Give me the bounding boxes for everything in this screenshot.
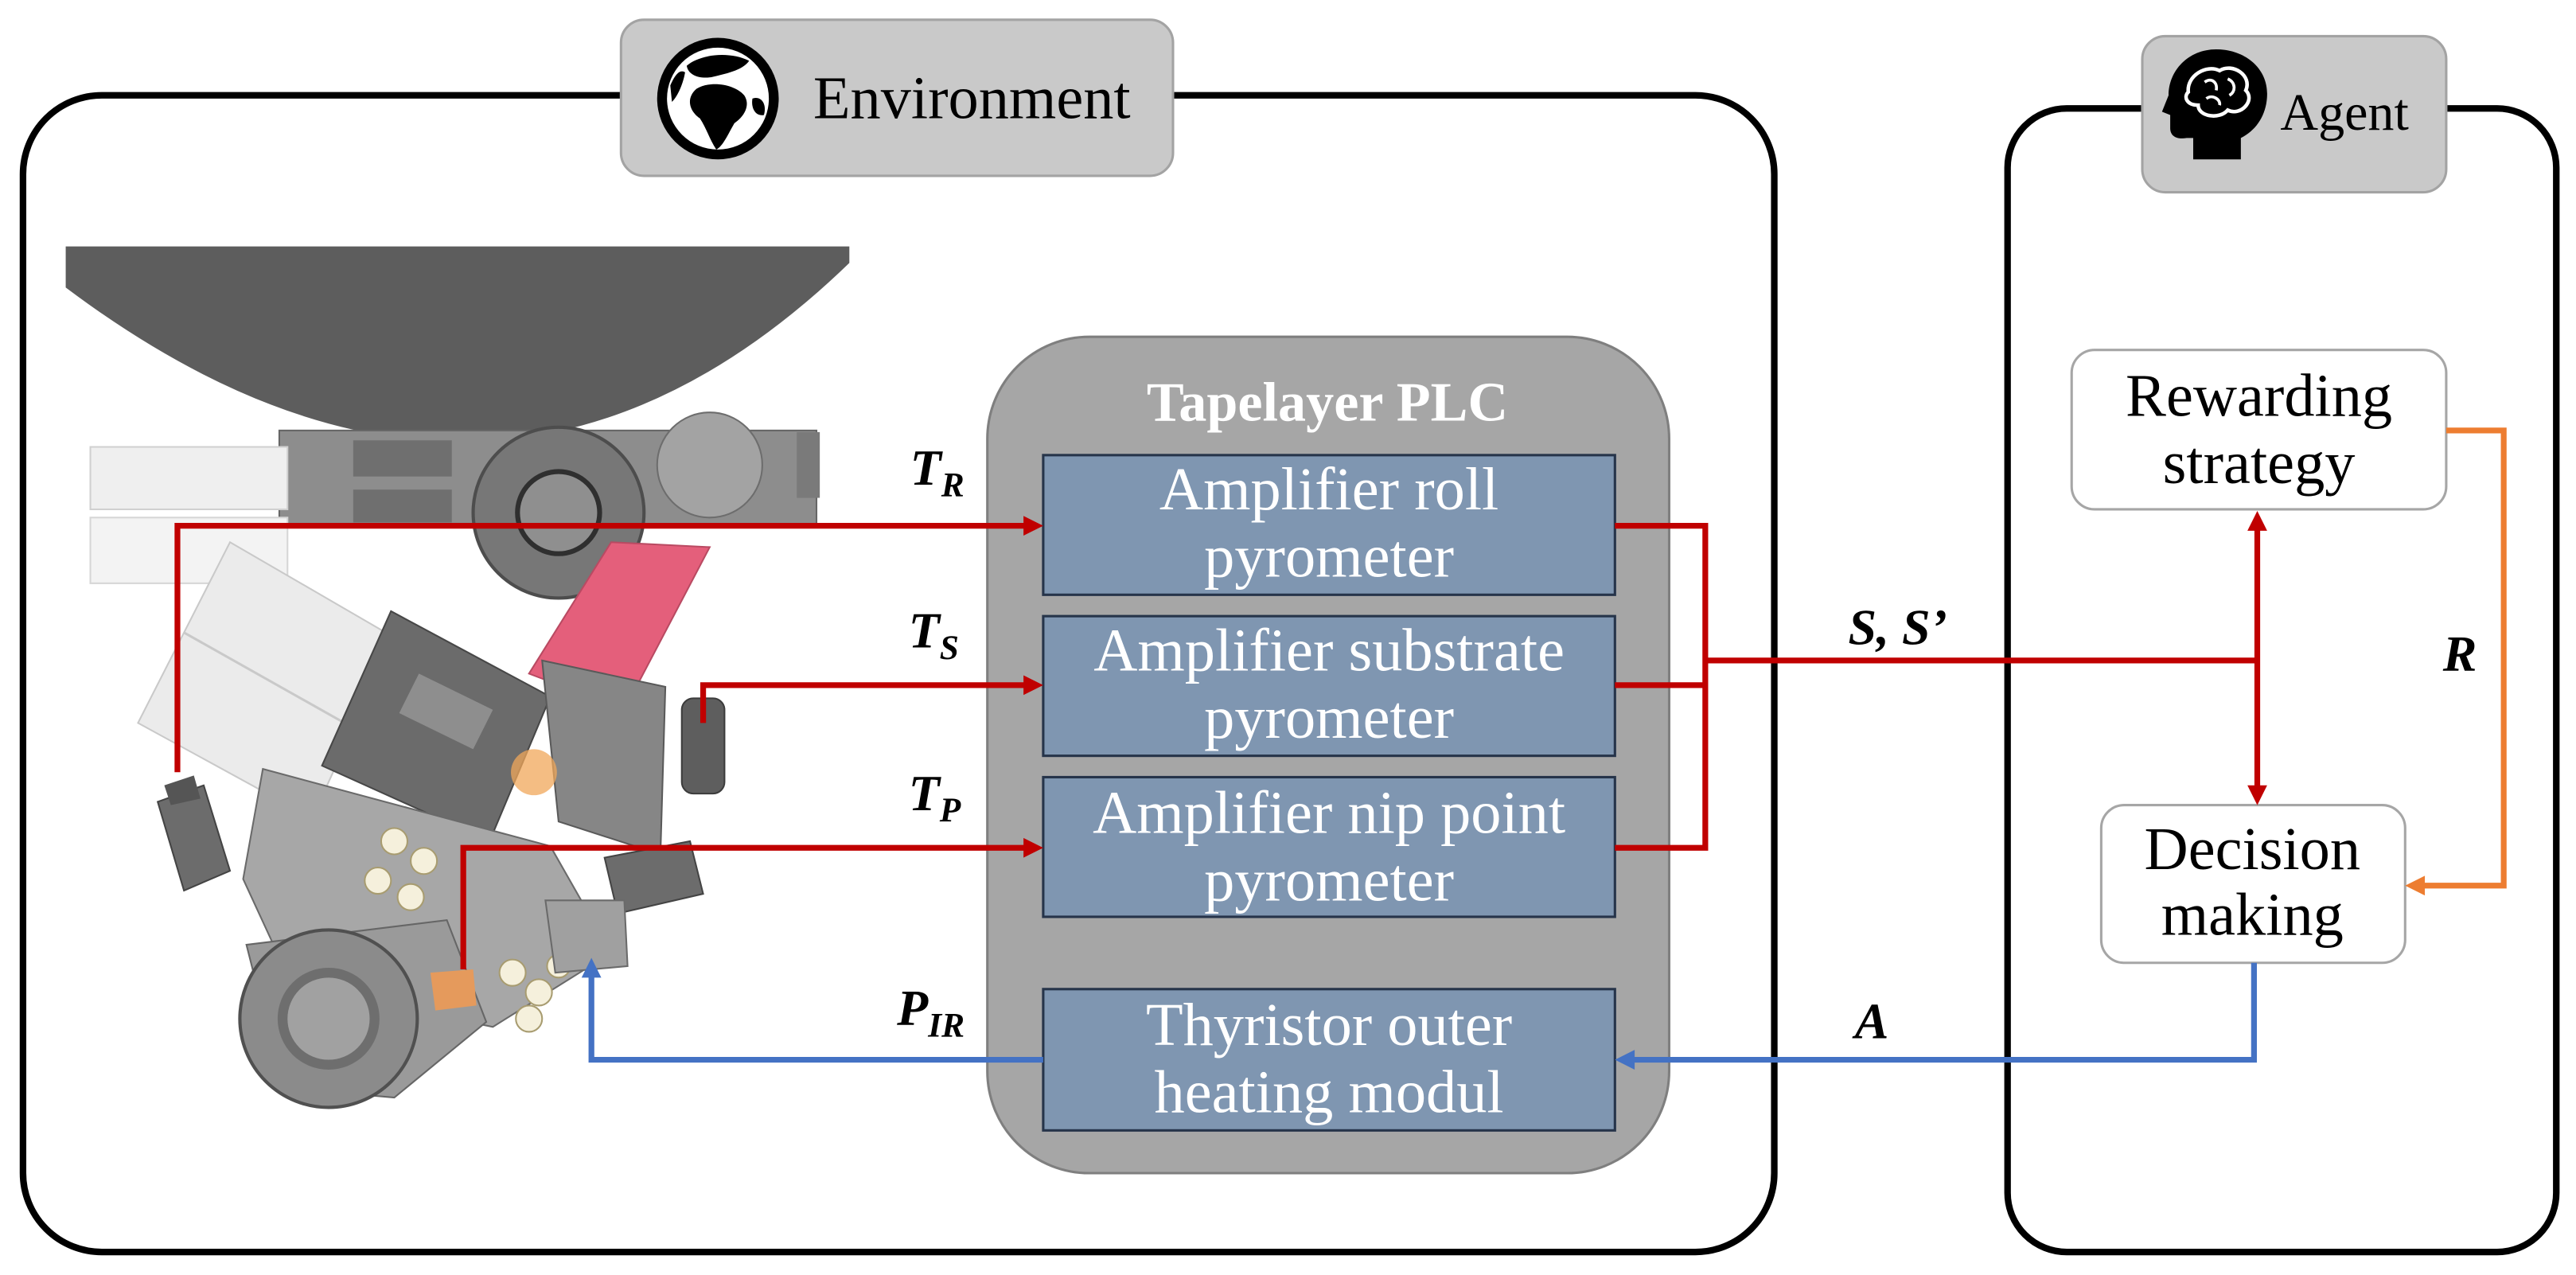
heater-power-arrowhead (581, 957, 602, 978)
plc-block-roll-amplifier: Amplifier roll pyrometer (1042, 454, 1616, 596)
state-signals (174, 511, 2267, 970)
roll-temperature-arrowhead (1023, 516, 1043, 536)
lamp (396, 883, 425, 911)
plc-block-label-line2: heating modul (1155, 1059, 1504, 1126)
globe-icon-europe (686, 55, 750, 78)
substrate-temperature-line (700, 682, 1026, 723)
roll-temperature-subscript: R (941, 466, 965, 504)
agent-label: Agent (2280, 84, 2408, 142)
heater-power-symbol: P (896, 980, 929, 1036)
heater-power-label: PIR (896, 980, 965, 1044)
frame-detail-lower (353, 489, 452, 523)
compaction-roll-hub (287, 977, 370, 1060)
guide-roll-hub (515, 469, 602, 556)
plc-block-box (1042, 454, 1616, 596)
action-label: A (1852, 993, 1889, 1050)
globe-icon-arabia (752, 97, 766, 115)
globe-icon-west-edge (670, 71, 685, 103)
plc-block-box (1042, 775, 1616, 918)
tension-cylinder (656, 411, 763, 519)
lamp (410, 847, 438, 875)
reward-label: R (2442, 625, 2477, 681)
reward-arrowhead (2405, 875, 2426, 896)
reward-line (2423, 427, 2507, 889)
lamp (524, 978, 553, 1007)
decision-making-line1: Decision (2145, 815, 2361, 883)
nip-point-temperature-subscript: P (939, 791, 961, 829)
globe-icon (657, 37, 779, 160)
rewarding-strategy-line2: strategy (2163, 429, 2356, 497)
nip-point-temperature-symbol: T (909, 765, 942, 821)
plc-block-nip-point-amplifier: Amplifier nip point pyrometer (1042, 775, 1616, 918)
agent-header: Agent (2141, 34, 2448, 194)
action-line (1633, 962, 2257, 1063)
plc-block-label-line1: Amplifier roll (1159, 455, 1498, 523)
tape-feed (430, 969, 477, 1011)
plc-title: Tapelayer PLC (1147, 371, 1508, 433)
heating-glow (511, 749, 557, 796)
brain-folds (2204, 77, 2236, 106)
brain-outline (2184, 66, 2251, 118)
environment-header: Environment (619, 18, 1175, 177)
environment-label: Environment (813, 64, 1131, 132)
state-label: S, S’ (1848, 599, 1947, 655)
reward-signal (2405, 427, 2507, 896)
plc-block-label-line2: pyrometer (1204, 523, 1454, 591)
roll-temperature-label: TR (910, 439, 965, 504)
frame-detail-upper (353, 440, 452, 477)
lamp (380, 827, 409, 856)
globe-icon-africa (689, 84, 747, 150)
pneumatic-cylinder-upper (89, 446, 289, 511)
nip-point-temperature-label: TP (909, 765, 961, 829)
frame-rail (797, 431, 820, 498)
head-block-detail (399, 673, 493, 750)
decision-making-block: Decision making (2099, 804, 2406, 965)
substrate-temperature-symbol: T (909, 602, 942, 658)
plc-block-substrate-amplifier: Amplifier substrate pyrometer (1042, 614, 1616, 758)
state-to-decision-arrowhead (2247, 785, 2267, 805)
plc-block-label-line2: pyrometer (1204, 846, 1454, 914)
lamp (498, 958, 527, 987)
decision-making-line2: making (2161, 881, 2344, 949)
heater-bracket (544, 899, 629, 974)
action-signals (581, 957, 2257, 1070)
head-silhouette (2161, 49, 2267, 160)
lamp (364, 866, 392, 895)
plc-block-label-line1: Thyristor outer (1146, 991, 1512, 1059)
roll-pyrometer-cap (164, 775, 201, 805)
actuator-housing-split (183, 631, 354, 729)
rewarding-strategy-line1: Rewarding (2126, 361, 2392, 429)
nip-point-temperature-line (460, 844, 1026, 970)
plc-block-thyristor: Thyristor outer heating modul (1042, 988, 1616, 1132)
substrate-temperature-arrowhead (1023, 675, 1043, 696)
heater-power-subscript: IR (927, 1007, 965, 1045)
rewarding-strategy-block: Rewarding strategy (2070, 349, 2448, 511)
state-to-reward-arrowhead (2247, 511, 2267, 531)
substrate-temperature-subscript: S (940, 629, 959, 667)
nip-point-temperature-arrowhead (1023, 837, 1043, 858)
substrate-temperature-label: TS (909, 602, 959, 666)
action-arrowhead (1615, 1050, 1635, 1070)
mandrel-drum (65, 246, 850, 443)
tapelayer-plc: Tapelayer PLC Amplifier roll pyrometer A… (986, 335, 1670, 1175)
lamp (515, 1004, 544, 1033)
plc-block-label-line2: pyrometer (1204, 684, 1454, 751)
roll-temperature-line (174, 523, 1026, 773)
roll-temperature-symbol: T (910, 439, 944, 496)
plc-block-label-line1: Amplifier nip point (1093, 779, 1565, 847)
tape-laying-machine-illustration (65, 246, 850, 1109)
plc-block-label-line1: Amplifier substrate (1093, 616, 1565, 684)
head-with-brain-icon (2161, 49, 2267, 160)
heater-power-line (588, 976, 1043, 1063)
